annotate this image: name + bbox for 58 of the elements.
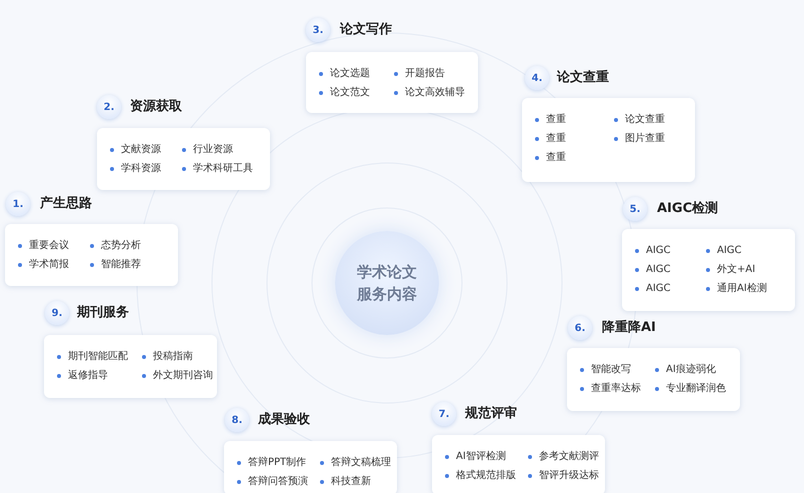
list-item: 智能推荐 (90, 255, 141, 274)
section-heading: 降重降AI (602, 318, 656, 337)
section-heading: 规范评审 (465, 404, 517, 423)
section-heading: AIGC检测 (657, 200, 718, 218)
number-badge: 2. (97, 95, 121, 119)
list-item: 通用AI检测 (706, 279, 767, 298)
list-item: 答辩PPT制作 (237, 453, 306, 472)
list-item: AIGC (635, 260, 671, 279)
list-item: 答辩问答预演 (237, 472, 308, 491)
list-item: 答辩文稿梳理 (320, 453, 391, 472)
section-heading: 产生思路 (40, 194, 92, 213)
list-item: 文献资源 (110, 140, 161, 159)
list-item: 图片查重 (614, 129, 665, 148)
number-badge: 6. (568, 316, 592, 340)
list-item: 智评升级达标 (528, 466, 599, 485)
list-item: 查重率达标 (580, 379, 641, 398)
number-badge: 4. (525, 66, 549, 90)
list-item: 查重 (535, 110, 566, 129)
section-heading: 论文写作 (340, 20, 392, 39)
list-item: 态势分析 (90, 236, 141, 255)
section-heading: 期刊服务 (77, 304, 129, 322)
section-heading: 成果验收 (258, 411, 310, 429)
list-item: AI痕迹弱化 (655, 360, 716, 379)
list-item: 论文范文 (319, 83, 370, 102)
list-item: 学科资源 (110, 159, 161, 178)
list-item: 投稿指南 (142, 347, 193, 366)
list-item: 科技查新 (320, 472, 371, 491)
list-item: 论文选题 (319, 64, 370, 83)
section-heading: 资源获取 (130, 98, 182, 116)
number-badge: 9. (45, 301, 69, 325)
list-item: AI智评检测 (445, 447, 506, 466)
section-heading: 论文查重 (557, 68, 609, 87)
list-item: 期刊智能匹配 (57, 347, 128, 366)
number-badge: 3. (306, 18, 330, 42)
list-item: 查重 (535, 148, 566, 167)
list-item: 专业翻译润色 (655, 379, 726, 398)
center-title: 学术论文服务内容 (356, 262, 418, 305)
number-badge: 8. (225, 408, 249, 432)
list-item: 学术科研工具 (182, 159, 253, 178)
list-item: 行业资源 (182, 140, 233, 159)
list-item: 开题报告 (394, 64, 445, 83)
list-item: 学术简报 (18, 255, 69, 274)
list-item: 论文高效辅导 (394, 83, 465, 102)
list-item: 查重 (535, 129, 566, 148)
list-item: 重要会议 (18, 236, 69, 255)
list-item: 返修指导 (57, 366, 108, 385)
list-item: 外文期刊咨询 (142, 366, 213, 385)
list-item: AIGC (635, 241, 671, 260)
list-item: 外文+AI (706, 260, 756, 279)
number-badge: 5. (623, 197, 647, 221)
list-item: 格式规范排版 (445, 466, 516, 485)
number-badge: 7. (432, 402, 456, 426)
list-item: 参考文献测评 (528, 447, 599, 466)
number-badge: 1. (6, 192, 30, 216)
list-item: 智能改写 (580, 360, 631, 379)
list-item: AIGC (706, 241, 742, 260)
list-item: AIGC (635, 279, 671, 298)
list-item: 论文查重 (614, 110, 665, 129)
